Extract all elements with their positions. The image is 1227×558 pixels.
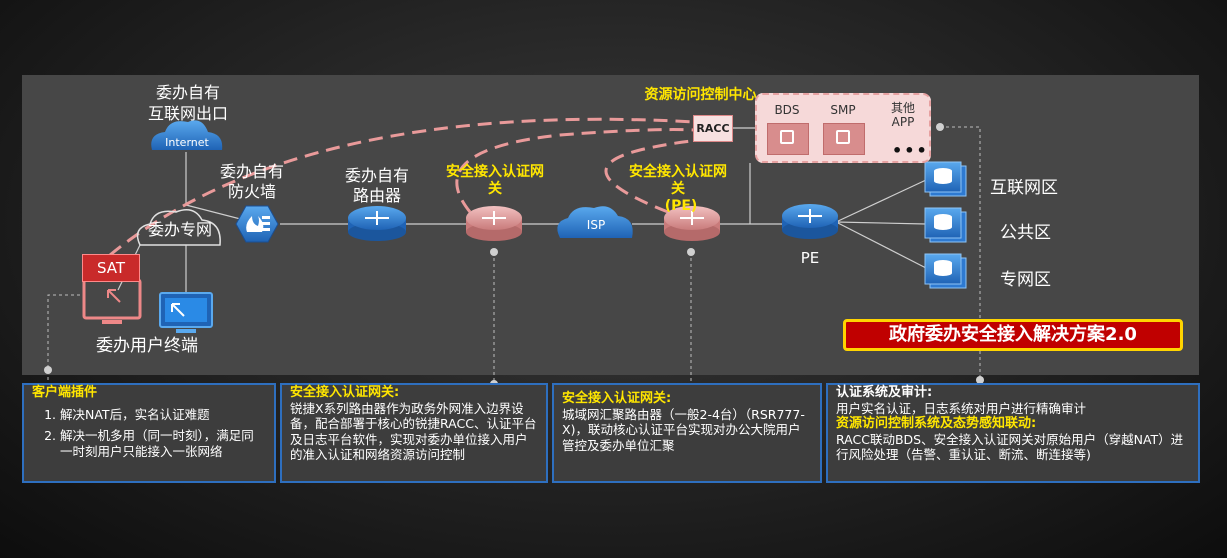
audit-panel: 认证系统及审计: 用户实名认证，日志系统对用户进行精确审计 资源访问控制系统及态…	[826, 383, 1200, 483]
gateway-panel-1-heading: 安全接入认证网关:	[290, 385, 400, 400]
other-app-label: 其他 APP	[890, 101, 915, 129]
control-arcs	[109, 117, 701, 257]
access-center-label: 资源访问控制中心	[644, 87, 757, 103]
solution-title: 政府委办安全接入解决方案2.0	[843, 319, 1183, 351]
gateway-panel-2: 安全接入认证网关: 城域网汇聚路由器（一般2-4台）（RSR777-X)，联动核…	[552, 383, 822, 483]
gateway-panel-1: 安全接入认证网关: 锐捷X系列路由器作为政务外网准入边界设备，配合部署于核心的锐…	[280, 383, 548, 483]
sat-badge: SAT	[82, 254, 140, 282]
smp-server-icon	[823, 123, 865, 155]
racc-server: RACC	[693, 115, 733, 142]
gateway2-router-icon	[664, 206, 720, 241]
audit-panel-heading: 认证系统及审计:	[836, 385, 933, 400]
audit-panel-heading2: 资源访问控制系统及态势感知联动:	[836, 416, 1037, 431]
private-net-label: 委办专网	[147, 220, 212, 239]
private-net-cloud-icon	[136, 209, 221, 246]
internet-exit-label: 委办自有 互联网出口	[147, 83, 228, 123]
database-server-icon-public	[924, 207, 967, 243]
gateway2-tag: (PE)	[664, 198, 698, 214]
client-plugin-panel: 客户端插件 解决NAT后，实名认证难题 解决一机多用（同一时刻），满足同一时刻用…	[22, 383, 276, 483]
gateway1-router-icon	[466, 206, 522, 241]
zone-internet: 互联网区	[990, 178, 1058, 198]
gateway2-label: 安全接入认证网 关	[629, 164, 727, 197]
pe-label: PE	[800, 249, 820, 267]
gateway-panel-1-body: 锐捷X系列路由器作为政务外网准入边界设备，配合部署于核心的锐捷RACC、认证平台…	[290, 400, 537, 463]
router-icon	[348, 206, 406, 241]
router-label: 委办自有 路由器	[344, 166, 409, 205]
isp-label: ISP	[586, 218, 606, 232]
internet-cloud-icon	[151, 120, 223, 150]
bds-label: BDS	[774, 103, 800, 117]
audit-panel-body1: 用户实名认证，日志系统对用户进行精确审计	[836, 400, 1087, 416]
user-terminal-label: 委办用户终端	[96, 336, 198, 356]
client-plugin-list: 解决NAT后，实名认证难题 解决一机多用（同一时刻），满足同一时刻用户只能接入一…	[32, 407, 266, 460]
smp-label: SMP	[830, 103, 856, 117]
client-plugin-heading: 客户端插件	[32, 385, 98, 400]
gateway-panel-2-body: 城域网汇聚路由器（一般2-4台）（RSR777-X)，联动核心认证平台实现对办公…	[562, 406, 805, 453]
pe-router-icon	[782, 204, 838, 239]
bds-server-icon	[767, 123, 809, 155]
list-item: 解决一机多用（同一时刻），满足同一时刻用户只能接入一张网络	[60, 428, 266, 459]
database-server-icon-internet	[924, 161, 967, 197]
callout-lines	[47, 126, 981, 384]
internet-cloud-label: Internet	[165, 136, 209, 149]
more-apps-dots: •••	[892, 141, 929, 160]
network-links	[117, 127, 927, 295]
zone-private: 专网区	[1000, 270, 1051, 290]
firewall-label: 委办自有 防火墙	[219, 162, 284, 201]
firewall-icon	[235, 205, 279, 243]
isp-cloud-icon	[557, 206, 633, 238]
user-terminal-monitor-icon	[159, 292, 213, 333]
gateway-panel-2-heading: 安全接入认证网关:	[562, 391, 672, 406]
list-item: 解决NAT后，实名认证难题	[60, 407, 266, 423]
zone-public: 公共区	[1000, 223, 1051, 243]
app-group: BDS SMP 其他 APP	[755, 93, 931, 163]
sat-terminal-monitor-icon	[82, 278, 142, 324]
database-server-icon-private	[924, 253, 967, 289]
gateway1-label: 安全接入认证网 关	[446, 164, 544, 197]
audit-panel-body2: RACC联动BDS、安全接入认证网关对原始用户（穿越NAT）进行风险处理（告警、…	[836, 431, 1184, 463]
